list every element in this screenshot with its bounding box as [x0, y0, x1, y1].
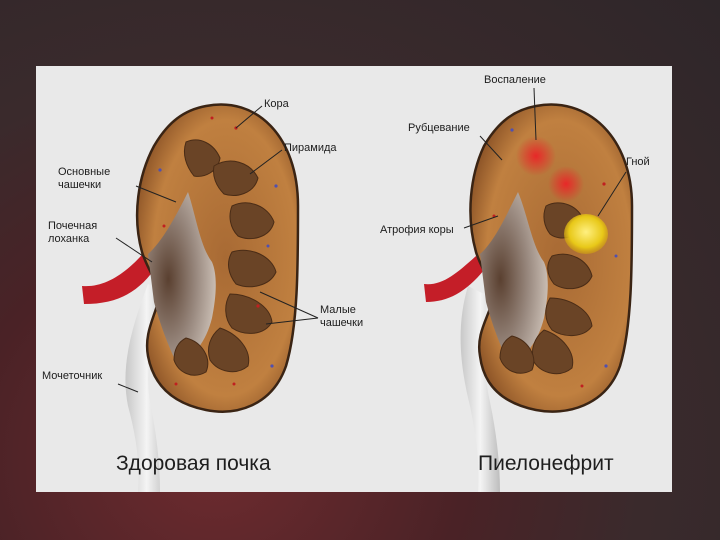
leader-minor-calyces-1 — [259, 291, 319, 319]
pyelo-ureter — [460, 286, 500, 492]
healthy-leader-lines — [115, 105, 319, 393]
pyelo-sinus — [480, 192, 548, 366]
pyelo-artery — [424, 256, 484, 302]
healthy-ureter — [125, 284, 168, 492]
healthy-artery — [82, 248, 158, 304]
leader-ureter — [117, 383, 139, 393]
kidney-illustration — [82, 87, 634, 492]
leader-cortex-atrophy — [463, 215, 499, 229]
leader-pyramid — [249, 149, 283, 175]
label-scarring: Рубцевание — [408, 122, 470, 134]
healthy-sinus — [148, 192, 216, 366]
healthy-pyramid-3 — [229, 202, 275, 240]
inflammation-spot-1 — [516, 136, 556, 176]
pyelo-pyramid-4 — [531, 329, 574, 375]
leader-minor-calyces-2 — [265, 317, 319, 325]
healthy-pyramid-2 — [213, 160, 259, 196]
label-pus: Гной — [626, 156, 650, 168]
healthy-pyramid-7 — [173, 337, 209, 376]
healthy-pyramid-6 — [207, 327, 250, 373]
leader-cortex — [235, 105, 263, 129]
inflammation-spot-2 — [548, 166, 584, 202]
healthy-kidney — [82, 103, 319, 492]
label-cortex: Кора — [264, 98, 289, 110]
label-minor-calyces: Малые чашечки — [320, 304, 364, 329]
leader-inflammation — [533, 87, 537, 141]
healthy-pyramid-5 — [225, 293, 273, 334]
label-major-calyces: Основные чашечки — [58, 166, 111, 191]
pus-spot — [564, 214, 608, 254]
healthy-pyramid-4 — [228, 249, 277, 288]
pyelo-pyramid-5 — [499, 335, 535, 374]
label-renal-pelvis: Почечная лоханка — [48, 220, 98, 245]
leader-pus — [597, 171, 627, 217]
leader-pelvis — [115, 237, 153, 263]
healthy-cortex-dots — [158, 116, 278, 386]
healthy-pyramid-1 — [183, 139, 221, 177]
pyelo-pyramid-3 — [545, 297, 593, 336]
title-pyelonephritis: Пиелонефрит — [478, 452, 614, 475]
title-healthy-kidney: Здоровая почка — [116, 452, 271, 475]
label-cortex-atrophy: Атрофия коры — [380, 224, 454, 236]
pyelo-pyramid-2 — [547, 253, 593, 290]
pyelo-leader-lines — [463, 87, 627, 229]
pyelonephritis-kidney — [424, 87, 634, 492]
leader-scarring — [479, 135, 503, 161]
diagram-panel: Кора Пирамида Основные чашечки Почечная … — [36, 66, 672, 492]
leader-major-calyces — [135, 185, 177, 203]
label-inflammation: Воспаление — [484, 74, 546, 86]
label-pyramid: Пирамида — [284, 142, 337, 154]
label-ureter: Мочеточник — [42, 370, 103, 382]
